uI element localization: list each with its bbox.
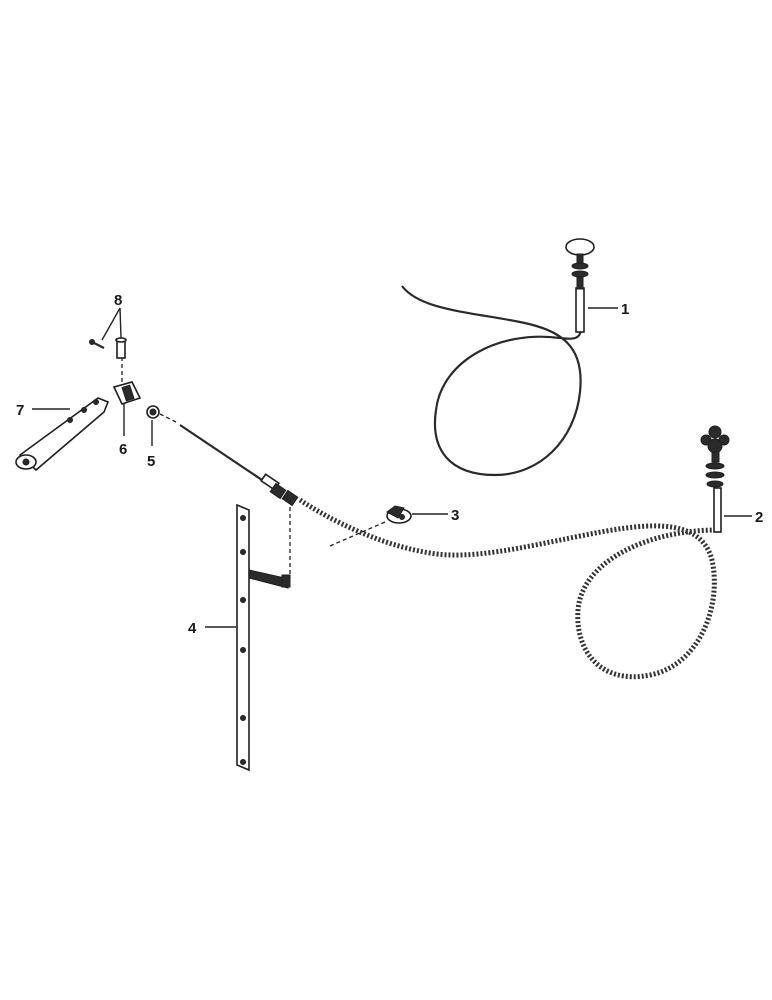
knob-icon (565, 238, 595, 290)
callout-8: 8 (114, 292, 122, 309)
callout-5: 5 (147, 453, 155, 470)
part-7-lever-arm (15, 397, 110, 472)
part-5-nut (146, 405, 177, 446)
knob-icon (700, 425, 730, 488)
callout-6: 6 (119, 441, 127, 458)
callout-3: 3 (451, 507, 459, 524)
cable-rod-assembly (179, 424, 299, 578)
part-8-pin-cotter (89, 307, 127, 359)
part-6-clevis (112, 357, 142, 436)
callout-4: 4 (188, 620, 197, 637)
callout-1: 1 (621, 301, 629, 318)
callout-2: 2 (755, 509, 763, 526)
part-4-bracket (205, 503, 291, 772)
part-3-clip (329, 505, 448, 547)
callout-7: 7 (16, 402, 24, 419)
part-1-throttle-cable (401, 238, 618, 477)
part-2-choke-cable (298, 425, 752, 680)
